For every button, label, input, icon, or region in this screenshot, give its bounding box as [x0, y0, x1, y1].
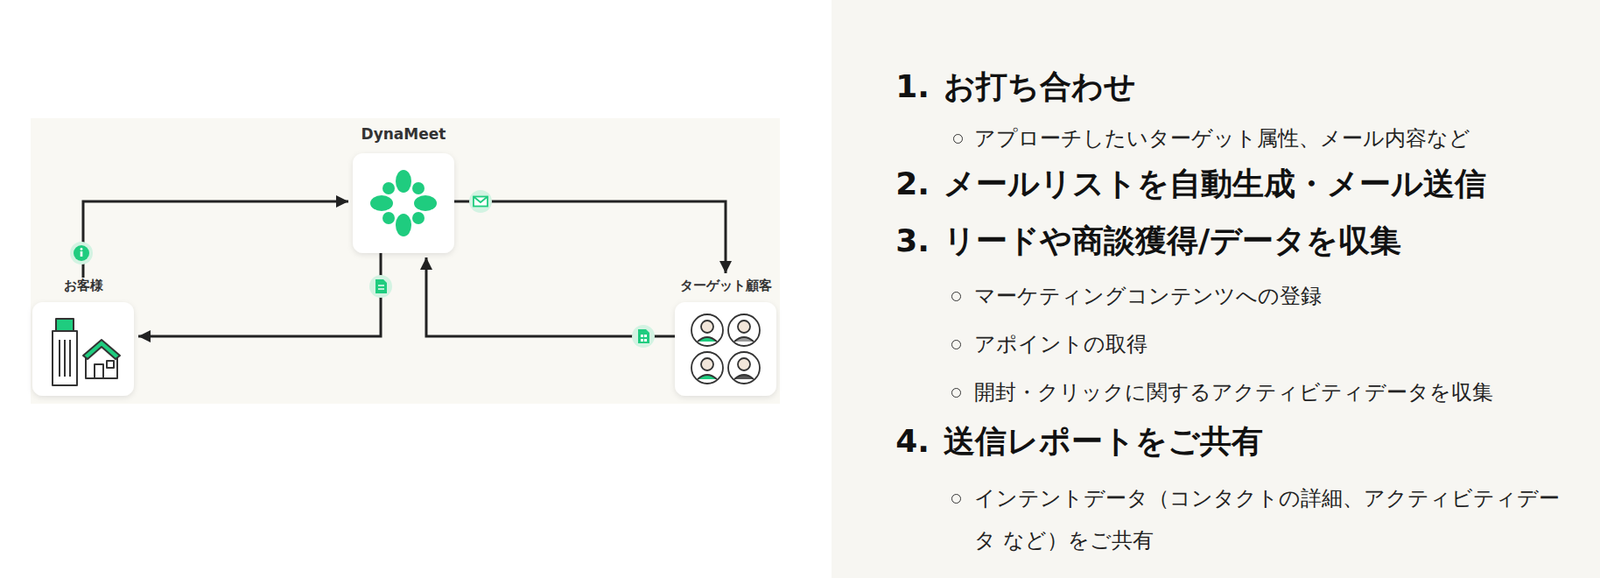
- flow-arrow: [454, 201, 726, 274]
- list-bullet: [951, 493, 962, 504]
- logo-flower: [370, 169, 437, 237]
- step-heading: お打ち合わせ: [943, 67, 1137, 106]
- party-node: お客様: [32, 277, 134, 396]
- mail-icon: [469, 189, 492, 213]
- list-bullet: [953, 133, 963, 144]
- step-number: 1.: [877, 67, 930, 106]
- list-bullet: [951, 291, 962, 302]
- party-node: ターゲット顧客: [674, 277, 777, 396]
- step-detail: マーケティングコンテンツへの登録: [974, 274, 1322, 317]
- step-heading: リードや商談獲得/データを収集: [943, 221, 1402, 260]
- flow-arrow: [426, 257, 675, 337]
- service-node: DynaMeet: [352, 125, 455, 253]
- node-title: DynaMeet: [361, 125, 447, 144]
- step-heading: 送信レポートをご共有: [943, 421, 1264, 461]
- node-body: [352, 153, 455, 253]
- node-body: [32, 301, 134, 396]
- step-detail: アポイントの取得: [974, 322, 1148, 365]
- logo-box: [352, 153, 455, 253]
- flow-arrow: [138, 252, 381, 337]
- people-icons: [691, 314, 760, 384]
- diagram-ground: [30, 118, 780, 404]
- customer-box: [32, 301, 134, 396]
- step-detail: アプローチしたいターゲット属性、メール内容など: [974, 117, 1471, 160]
- building-icon: [52, 318, 120, 386]
- info-icon: [70, 241, 93, 265]
- list-bullet: [951, 339, 962, 350]
- right-panel: [831, 0, 1600, 578]
- document-icon: [369, 274, 393, 298]
- list-bullet: [951, 387, 962, 398]
- step-number: 4.: [877, 421, 930, 461]
- target-box: [674, 301, 777, 396]
- step-detail: 開封・クリックに関するアクティビティデータを収集: [974, 371, 1494, 414]
- step-number: 2.: [877, 164, 930, 204]
- step-detail: インテントデータ（コンタクトの詳細、アクティビティデータ など）をご共有: [974, 477, 1579, 562]
- step-heading: メールリストを自動生成・メール送信: [943, 164, 1487, 204]
- flow-arrow: [83, 201, 349, 278]
- node-title: お客様: [63, 277, 104, 295]
- node-title: ターゲット顧客: [680, 277, 772, 295]
- node-body: [674, 301, 777, 396]
- report-icon: [631, 324, 655, 348]
- step-number: 3.: [877, 221, 930, 260]
